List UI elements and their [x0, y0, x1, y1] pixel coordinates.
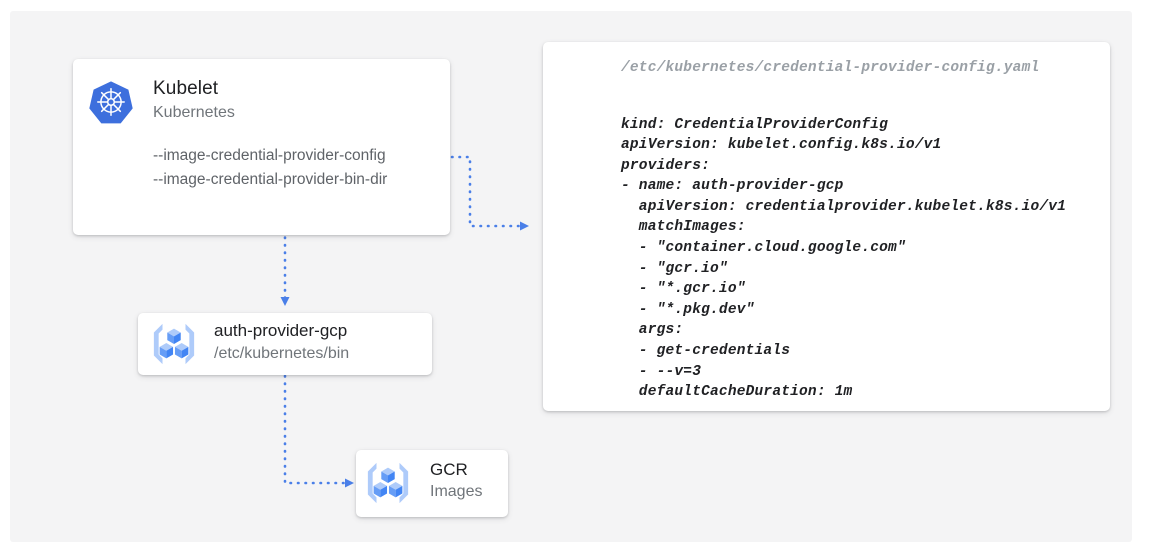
- kubelet-subtitle: Kubernetes: [153, 104, 235, 121]
- container-registry-icon: [153, 323, 195, 365]
- gcr-card[interactable]: GCR Images: [356, 450, 508, 517]
- container-registry-icon: [367, 462, 409, 504]
- config-yaml-content: kind: CredentialProviderConfig apiVersio…: [621, 116, 1067, 401]
- cube-bottom-left: [373, 482, 388, 498]
- kubelet-flag-bin-dir: --image-credential-provider-bin-dir: [153, 171, 388, 188]
- credential-provider-config-card[interactable]: /etc/kubernetes/credential-provider-conf…: [543, 42, 1110, 411]
- cube-top: [381, 467, 395, 483]
- gcr-title: GCR: [430, 460, 468, 479]
- config-file-path: /etc/kubernetes/credential-provider-conf…: [621, 60, 1040, 76]
- kubelet-card[interactable]: Kubelet Kubernetes --image-credential-pr…: [73, 59, 450, 235]
- auth-provider-subtitle: /etc/kubernetes/bin: [214, 345, 350, 362]
- kubelet-title: Kubelet: [153, 78, 219, 99]
- cube-bottom-right: [388, 482, 403, 498]
- kubelet-flag-config: --image-credential-provider-config: [153, 147, 386, 164]
- cube-bottom-right: [174, 343, 189, 359]
- auth-provider-gcp-card[interactable]: auth-provider-gcp /etc/kubernetes/bin: [138, 313, 432, 375]
- cube-top: [167, 328, 181, 344]
- kubernetes-icon: [89, 81, 133, 124]
- auth-provider-title: auth-provider-gcp: [214, 321, 348, 340]
- gcr-subtitle: Images: [430, 483, 483, 500]
- cube-bottom-left: [159, 343, 174, 359]
